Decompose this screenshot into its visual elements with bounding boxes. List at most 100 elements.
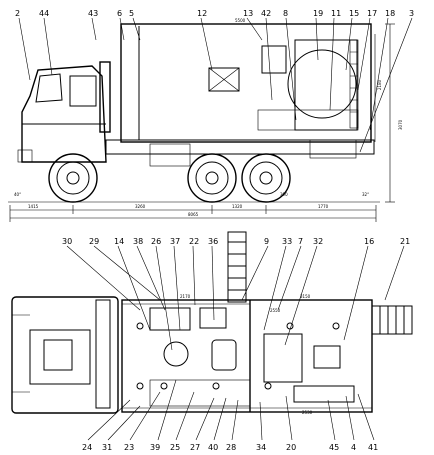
dimension-lines (9, 23, 395, 222)
stove (163, 341, 189, 367)
front-bumper (17, 149, 33, 163)
callout-30: 30 (62, 237, 72, 246)
pump (313, 345, 341, 369)
plan-bottom-leaders (87, 379, 375, 441)
callout-25: 25 (170, 443, 180, 452)
cab-rear-wall (95, 299, 111, 409)
generator (263, 333, 303, 383)
side-window (208, 67, 240, 92)
callout-32: 32 (313, 237, 323, 246)
window-cross (208, 67, 240, 92)
dim-departure-angle: 32° (362, 192, 369, 197)
callout-2: 2 (15, 9, 20, 18)
dim-wheelbase-rear: 1320 (232, 204, 243, 209)
dim-compartment-right: 3150 (300, 294, 311, 299)
dim-inner-width: 2550 (270, 308, 281, 313)
spare-wheel (287, 49, 357, 119)
fixture-marks (136, 322, 340, 390)
callout-31: 31 (102, 443, 112, 452)
dim-front-overhang: 1415 (28, 204, 39, 209)
dim-approach-angle: 40° (14, 192, 21, 197)
dim-total-length: 8065 (188, 212, 199, 217)
rear-wheel-1 (187, 153, 237, 203)
side-callouts: 2 44 43 6 5 12 13 42 8 19 11 15 17 18 3 (15, 9, 414, 18)
callout-8: 8 (283, 9, 288, 18)
callout-24: 24 (82, 443, 92, 452)
cabinet (149, 307, 191, 331)
cab-windshield (35, 73, 63, 103)
callout-18: 18 (385, 9, 395, 18)
callout-38: 38 (133, 237, 143, 246)
roof-ladder (227, 231, 247, 303)
seat (211, 339, 237, 371)
callout-17: 17 (367, 9, 377, 18)
wheels (48, 153, 291, 203)
rear-equipment (309, 139, 357, 159)
side-leader-lines (18, 17, 413, 153)
fuel-tank (149, 143, 191, 167)
cab-roof (29, 329, 91, 385)
callout-6: 6 (117, 9, 122, 18)
plan-view: 30 29 14 38 26 37 22 36 9 33 7 32 16 21 (11, 231, 413, 452)
truck-cab (21, 65, 107, 163)
plan-top-callouts: 30 29 14 38 26 37 22 36 9 33 7 32 16 21 (62, 237, 410, 246)
callout-15: 15 (349, 9, 359, 18)
callout-29: 29 (89, 237, 99, 246)
ladder-side (349, 39, 359, 129)
callout-13: 13 (243, 9, 253, 18)
plan-bottom-callouts: 24 31 23 39 25 27 40 28 34 20 45 4 41 (82, 443, 378, 452)
callout-37: 37 (170, 237, 180, 246)
side-view: 2 44 43 6 5 12 13 42 8 19 11 15 17 18 3 (8, 9, 414, 222)
cab-top (11, 296, 119, 414)
van-floor-plan (121, 299, 373, 413)
dim-body-height: 2180 (377, 79, 382, 90)
callout-21: 21 (400, 237, 410, 246)
dim-height: 3070 (398, 119, 403, 130)
callout-27: 27 (190, 443, 200, 452)
exhaust-pipe (99, 61, 111, 133)
equipment-box (257, 109, 359, 131)
cab-mirrors (12, 314, 30, 393)
callout-20: 20 (286, 443, 296, 452)
callout-34: 34 (256, 443, 266, 452)
rear-window (261, 45, 287, 74)
dim-body-length: 5500 (235, 18, 246, 23)
dim-compartment-left: 2170 (180, 294, 191, 299)
dim-rear-overhang: 1770 (318, 204, 329, 209)
sink (199, 307, 227, 329)
van-body (120, 23, 372, 143)
rear-ladder (371, 305, 413, 335)
callout-42: 42 (261, 9, 271, 18)
ladder-rungs (350, 51, 358, 113)
callout-44: 44 (39, 9, 49, 18)
callout-22: 22 (189, 237, 199, 246)
callout-9: 9 (264, 237, 269, 246)
callout-4: 4 (351, 443, 356, 452)
chassis-frame (105, 139, 375, 155)
callout-16: 16 (364, 237, 374, 246)
callout-19: 19 (313, 9, 323, 18)
callout-26: 26 (151, 237, 161, 246)
dim-shelf-length: 2530 (302, 410, 313, 415)
callout-33: 33 (282, 237, 292, 246)
callout-7: 7 (298, 237, 303, 246)
callout-39: 39 (150, 443, 160, 452)
bench (149, 379, 251, 407)
callout-5: 5 (129, 9, 134, 18)
callout-41: 41 (368, 443, 378, 452)
callout-11: 11 (331, 9, 341, 18)
tool-shelf (293, 385, 355, 403)
dim-clearance: 390 (280, 192, 288, 197)
callout-12: 12 (197, 9, 207, 18)
dim-wheelbase-front: 3260 (135, 204, 146, 209)
callout-14: 14 (114, 237, 124, 246)
callout-28: 28 (226, 443, 236, 452)
callout-43: 43 (88, 9, 98, 18)
cab-hatch (43, 339, 73, 371)
callout-23: 23 (124, 443, 134, 452)
cab-door-window (69, 75, 97, 107)
callout-36: 36 (208, 237, 218, 246)
callout-40: 40 (208, 443, 218, 452)
callout-45: 45 (329, 443, 339, 452)
